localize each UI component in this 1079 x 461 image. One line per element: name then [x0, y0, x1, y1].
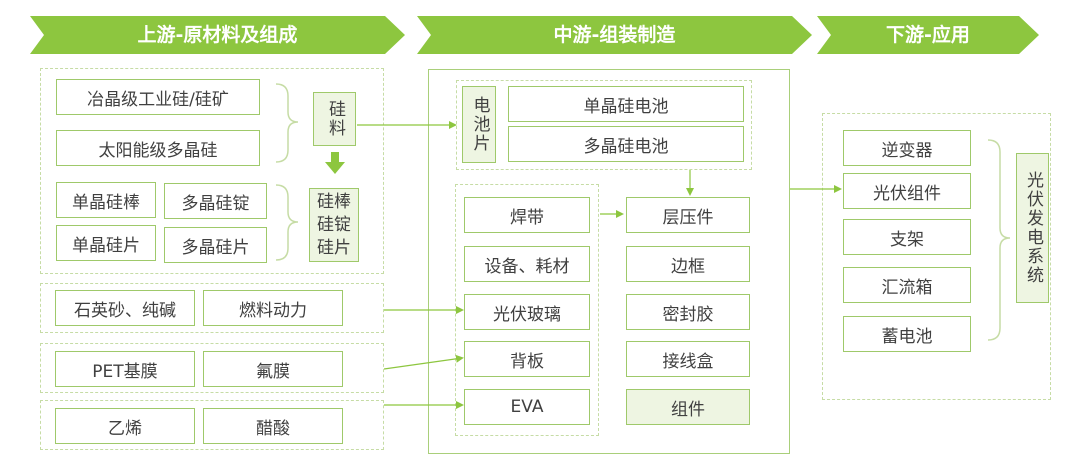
silicon-material-box: 硅料 — [313, 92, 356, 146]
banner-arrow-shape — [30, 16, 405, 54]
arrow-backsheet-to-midstream — [383, 354, 464, 370]
pv-power-system-box: 光伏发电系统 — [1016, 153, 1049, 303]
midstream-banner-label: 中游-组装制造 — [553, 24, 676, 46]
downstream-banner: 下游-应用 — [817, 16, 1039, 54]
mono-ingot-box: 单晶硅棒 — [56, 182, 156, 218]
acetic-acid-box: 醋酸 — [203, 408, 343, 444]
poly-ingot-box: 多晶硅锭 — [164, 183, 267, 219]
cell-box: 电池片 — [462, 86, 496, 163]
upstream-backsheet-group — [40, 343, 384, 393]
battery-box: 蓄电池 — [843, 316, 971, 352]
brace-upstream-bottom — [275, 184, 299, 261]
cell-label: 电池片 — [469, 96, 490, 153]
frame-box: 边框 — [626, 246, 750, 282]
combiner-box: 汇流箱 — [843, 267, 971, 303]
pv-power-system-label: 光伏发电系统 — [1023, 171, 1043, 285]
rod-ingot-wafer-box: 硅棒 硅锭 硅片 — [309, 188, 359, 262]
downstream-group — [822, 113, 1051, 400]
midstream-banner: 中游-组装制造 — [417, 16, 812, 54]
banner-arrow-shape — [417, 16, 812, 54]
mg-silicon-box: 冶晶级工业硅/硅矿 — [56, 79, 260, 115]
midstream-frame — [428, 69, 790, 454]
brace-upstream-top — [275, 83, 299, 163]
poly-wafer-box: 多晶硅片 — [164, 227, 267, 263]
module-box: 组件 — [626, 389, 750, 425]
backsheet-box: 背板 — [464, 341, 590, 377]
ethylene-box: 乙烯 — [55, 408, 195, 444]
sealant-box: 密封胶 — [626, 294, 750, 330]
upstream-banner-label: 上游-原材料及组成 — [137, 24, 298, 46]
upstream-eva-group — [40, 400, 384, 450]
solar-polysilicon-box: 太阳能级多晶硅 — [56, 130, 260, 166]
laminate-box: 层压件 — [626, 197, 750, 233]
bracket-box: 支架 — [843, 219, 971, 255]
mono-wafer-box: 单晶硅片 — [56, 225, 156, 261]
banner-arrow-shape — [817, 16, 1039, 54]
inverter-box: 逆变器 — [843, 130, 971, 166]
mono-cell-box: 单晶硅电池 — [508, 86, 744, 122]
pet-film-box: PET基膜 — [55, 351, 195, 387]
fluoro-film-box: 氟膜 — [203, 351, 343, 387]
brace-downstream — [987, 139, 1011, 341]
ribbon-box: 焊带 — [464, 197, 590, 233]
fuel-power-box: 燃料动力 — [203, 290, 343, 326]
poly-cell-box: 多晶硅电池 — [508, 126, 744, 162]
quartz-box: 石英砂、纯碱 — [55, 290, 195, 326]
downstream-banner-label: 下游-应用 — [886, 24, 970, 46]
eva-box: EVA — [464, 389, 590, 425]
upstream-banner: 上游-原材料及组成 — [30, 16, 405, 54]
rod-ingot-wafer-label: 硅棒 硅锭 硅片 — [317, 191, 351, 258]
upstream-silicon-group — [40, 68, 384, 274]
upstream-glass-group — [40, 283, 384, 333]
down-arrow-silicon — [325, 152, 345, 174]
junction-box: 接线盒 — [626, 341, 750, 377]
silicon-material-label: 硅料 — [325, 100, 345, 138]
equipment-box: 设备、耗材 — [464, 246, 590, 282]
pv-module-box: 光伏组件 — [843, 173, 971, 209]
pv-glass-box: 光伏玻璃 — [464, 294, 590, 330]
